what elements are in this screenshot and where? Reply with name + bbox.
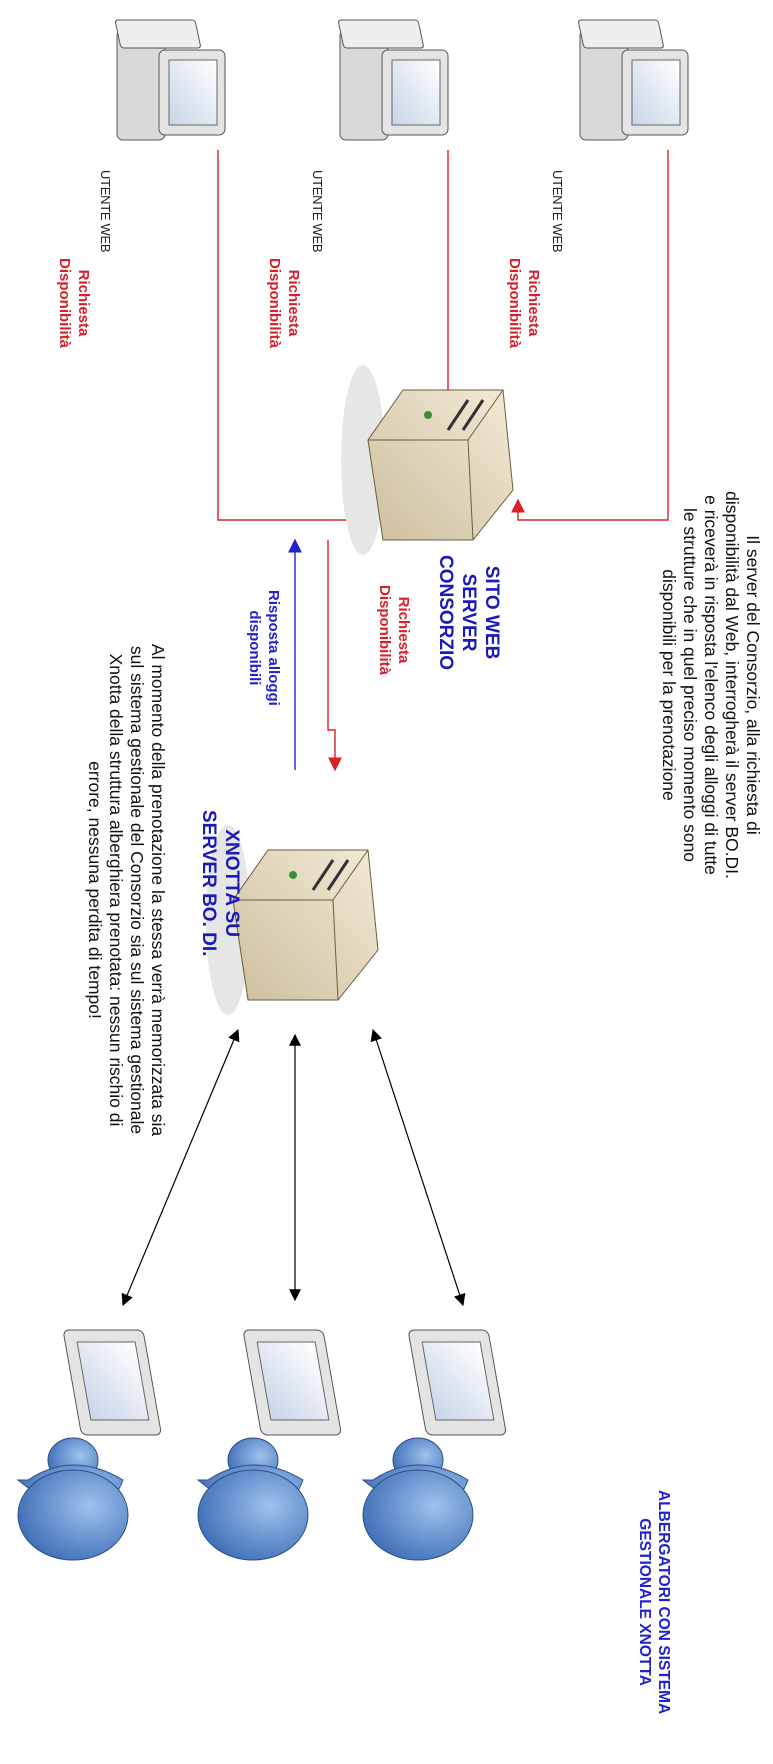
web-user-label: UTENTE WEB	[550, 170, 565, 253]
web-user-computer-2	[338, 19, 449, 141]
hotelier-link-3	[121, 1028, 240, 1307]
hoteliers-label: ALBERGATORI CON SISTEMA GESTIONALE XNOTT…	[636, 1490, 672, 1715]
web-user-computer-1	[115, 19, 226, 141]
web-user-label: UTENTE WEB	[98, 170, 113, 253]
web-user-computer-3	[578, 19, 689, 141]
web-user-label: UTENTE WEB	[310, 170, 325, 253]
xnotta-server-icon	[206, 825, 379, 1015]
request-label: Richiesta Disponibilità	[266, 258, 302, 348]
consortium-server-icon	[341, 365, 514, 555]
hotelier-workstation-1	[361, 1329, 507, 1561]
request-line-3	[511, 150, 669, 521]
server-response-label: Risposta alloggi disponibili	[246, 590, 282, 706]
request-label: Richiesta Disponibilità	[506, 258, 542, 348]
request-label: Richiesta Disponibilità	[56, 258, 92, 348]
xnotta-server-label: XNOTTA SU SERVER BO. DI.	[198, 810, 242, 957]
server-request-line	[327, 540, 342, 772]
consortium-server-label: SITO WEB SERVER CONSORZIO	[435, 555, 502, 671]
hotelier-workstation-2	[196, 1329, 342, 1561]
booking-description: Al momento della prenotazione la stessa …	[85, 643, 168, 1137]
consortium-description: Il server del Consorzio, alla richiesta …	[659, 491, 763, 879]
hotelier-link-1	[370, 1028, 466, 1307]
hotelier-workstation-3	[16, 1329, 162, 1561]
server-request-label: Richiesta Disponibilità	[376, 585, 412, 675]
